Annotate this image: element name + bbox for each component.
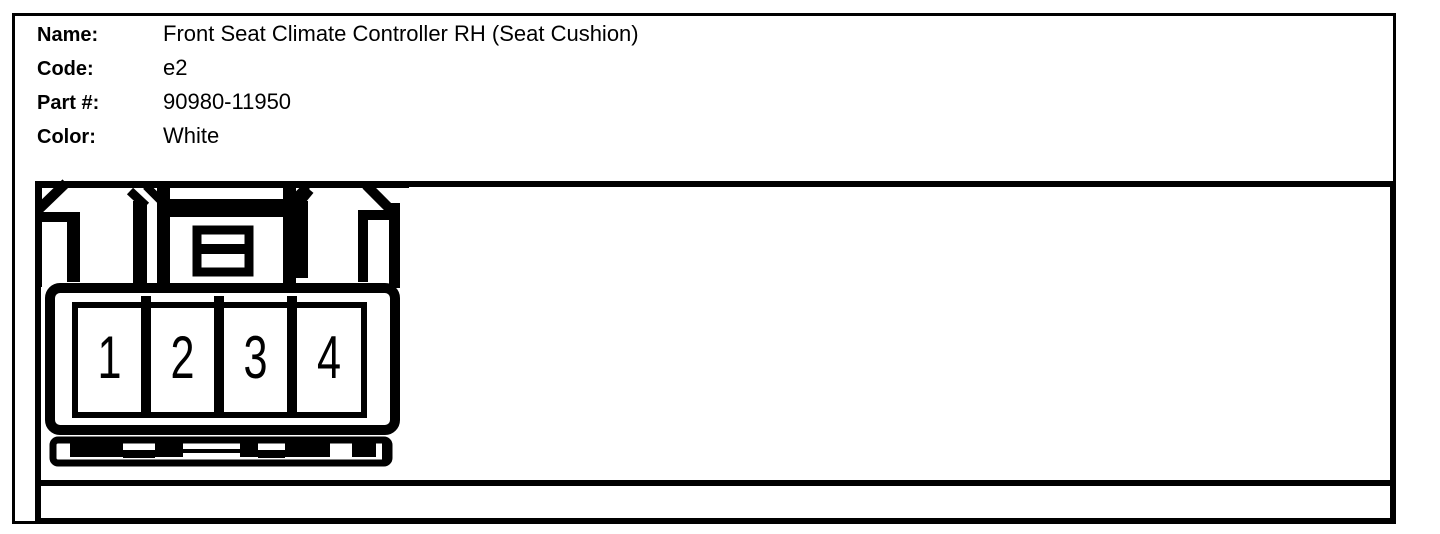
connector-center-latch	[143, 183, 310, 285]
part-number-value: 90980-11950	[163, 89, 292, 114]
pin-number-3: 3	[243, 325, 267, 392]
connector-right-ear	[292, 181, 400, 288]
name-value: Front Seat Climate Controller RH (Seat C…	[163, 21, 639, 46]
empty-bottom-band	[35, 480, 1396, 524]
pin-number-1: 1	[97, 325, 121, 392]
field-row-name: Name: Front Seat Climate Controller RH (S…	[37, 17, 639, 51]
field-row-code: Code: e2	[37, 51, 639, 85]
pin-number-4: 4	[317, 325, 341, 392]
field-row-part-number: Part #: 90980-11950	[37, 85, 639, 119]
code-label: Code:	[37, 58, 94, 80]
cavity-divider	[287, 305, 297, 415]
connector-body: 1 2 3 4	[45, 283, 400, 435]
index-nub	[287, 296, 297, 305]
field-row-color: Color: White	[37, 119, 639, 153]
index-nub	[214, 296, 224, 305]
part-number-label: Part #:	[37, 92, 100, 114]
index-nub	[141, 296, 151, 305]
connector-foot-band	[49, 436, 393, 467]
connector-diagram: 1 2 3 4	[35, 179, 409, 467]
color-label: Color:	[37, 126, 96, 148]
connector-info-header: Name: Front Seat Climate Controller RH (S…	[37, 17, 639, 153]
name-label: Name:	[37, 24, 99, 46]
color-value: White	[163, 123, 220, 148]
connector-top-edge	[36, 181, 409, 188]
cavity-divider	[141, 305, 151, 415]
cavity-divider	[214, 305, 224, 415]
connector-left-ear	[35, 179, 150, 287]
pin-number-2: 2	[170, 325, 194, 392]
code-value: e2	[163, 55, 188, 80]
